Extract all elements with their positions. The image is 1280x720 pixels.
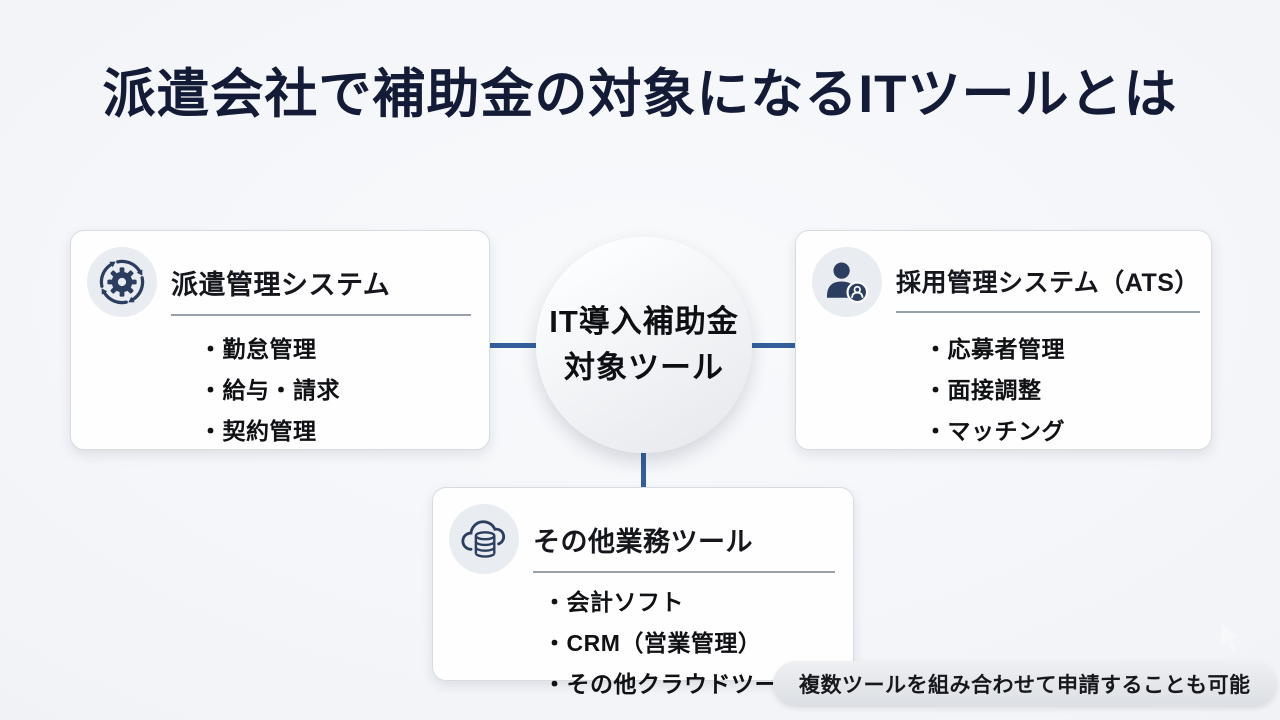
list-item: ・CRM（営業管理） — [543, 630, 762, 656]
dispatch-card: 派遣管理システム ・勤怠管理 ・給与・請求 ・契約管理 — [70, 230, 490, 450]
other-tools-card-header: その他業務ツール — [433, 488, 853, 574]
center-node: IT導入補助金 対象ツール — [536, 237, 752, 453]
list-item: ・勤怠管理 — [199, 336, 317, 362]
list-item: ・マッチング — [924, 418, 1065, 444]
footer-note-text: 複数ツールを組み合わせて申請することも可能 — [799, 674, 1251, 697]
recruit-card-items: ・応募者管理 ・面接調整 ・マッチング — [796, 329, 1211, 452]
center-node-line2: 対象ツール — [564, 350, 724, 385]
list-item: ・給与・請求 — [199, 377, 340, 403]
list-item: ・その他クラウドツール — [543, 671, 802, 697]
list-item: ・会計ソフト — [543, 589, 684, 615]
person-badge-icon — [812, 247, 882, 317]
connector-right — [751, 343, 796, 348]
recruit-card-header: 採用管理システム（ATS） — [796, 231, 1211, 317]
list-item: ・契約管理 — [199, 418, 317, 444]
list-item: ・応募者管理 — [924, 336, 1065, 362]
dispatch-card-header: 派遣管理システム — [71, 231, 489, 317]
connector-down — [641, 452, 646, 488]
center-node-line1: IT導入補助金 — [549, 303, 739, 339]
footer-note-badge: 複数ツールを組み合わせて申請することも可能 — [773, 661, 1277, 707]
dispatch-card-title-underline: 派遣管理システム — [171, 247, 471, 316]
list-item: ・面接調整 — [924, 377, 1042, 403]
dispatch-card-items: ・勤怠管理 ・給与・請求 ・契約管理 — [71, 329, 489, 452]
cloud-database-icon — [449, 504, 519, 574]
dispatch-card-title: 派遣管理システム — [171, 270, 391, 300]
recruit-card-title-underline: 採用管理システム（ATS） — [896, 247, 1200, 313]
gear-cycle-icon — [87, 247, 157, 317]
other-tools-card: その他業務ツール ・会計ソフト ・CRM（営業管理） ・その他クラウドツール — [432, 487, 854, 697]
recruit-card: 採用管理システム（ATS） ・応募者管理 ・面接調整 ・マッチング — [795, 230, 1212, 450]
other-tools-card-title: その他業務ツール — [533, 527, 753, 557]
recruit-card-title: 採用管理システム（ATS） — [896, 269, 1200, 297]
connector-left — [487, 343, 537, 348]
cursor-icon — [1218, 622, 1244, 659]
other-tools-card-title-underline: その他業務ツール — [533, 504, 835, 573]
page-title: 派遣会社で補助金の対象になるITツールとは — [102, 65, 1178, 124]
other-tools-card-items: ・会計ソフト ・CRM（営業管理） ・その他クラウドツール — [433, 582, 853, 705]
